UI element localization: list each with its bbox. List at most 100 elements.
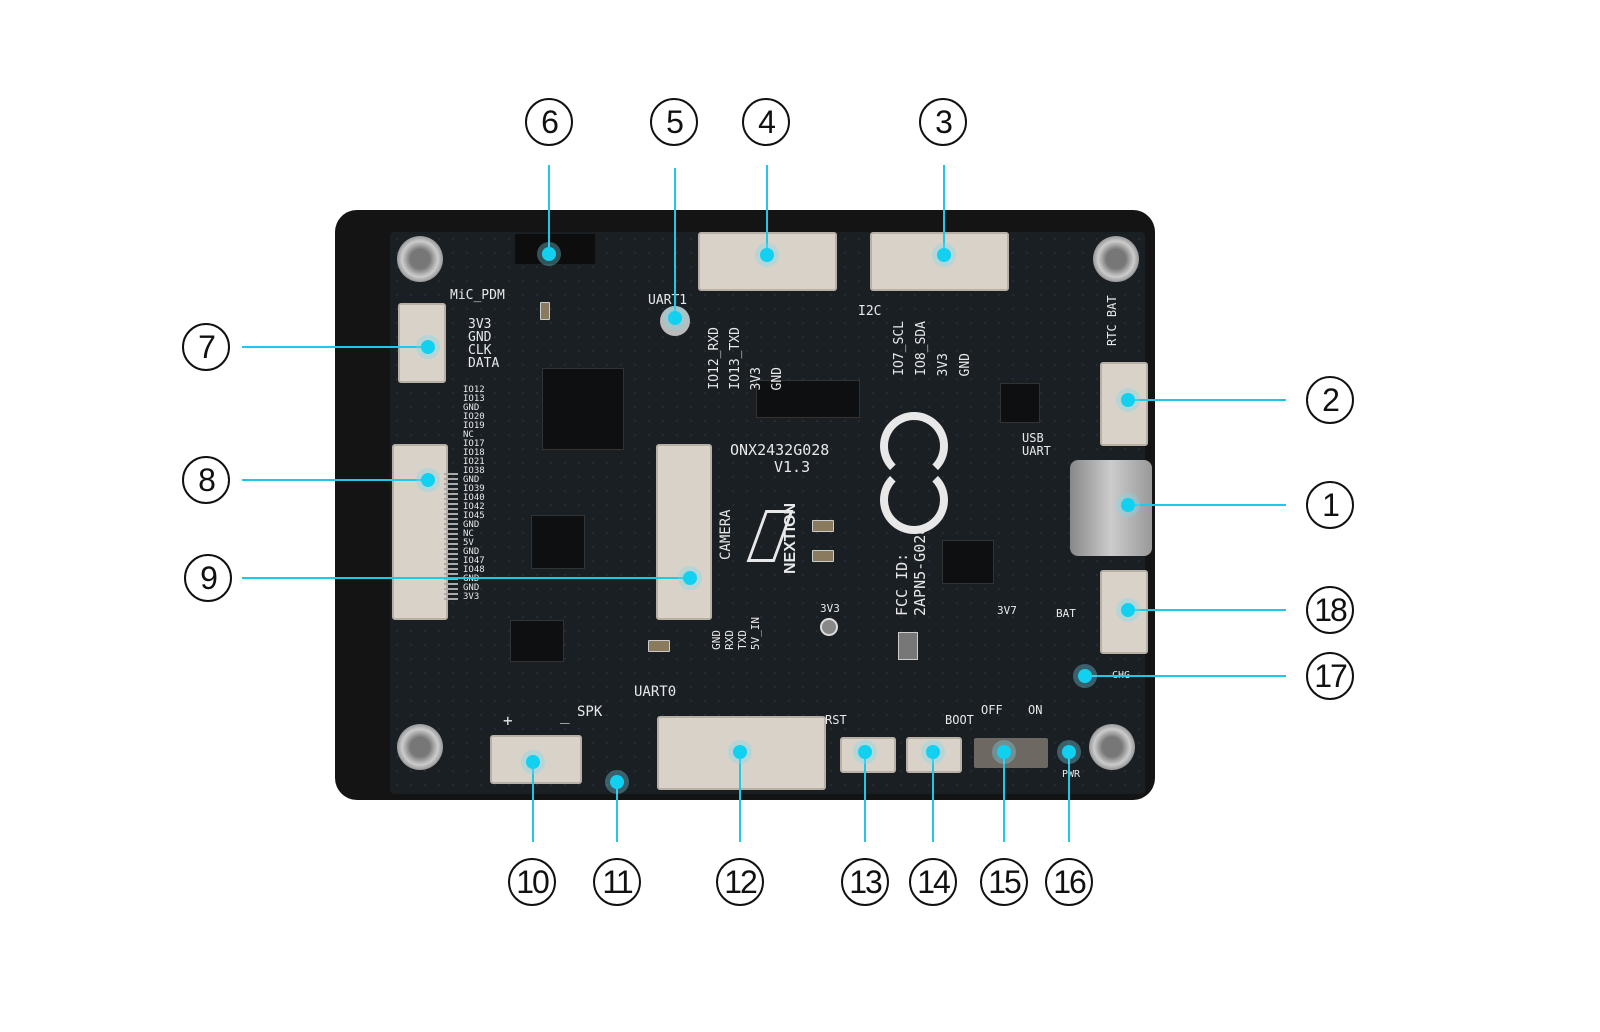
callout-line-10 <box>532 762 534 842</box>
label-usb-uart: USB UART <box>1022 431 1051 458</box>
pin-label: IO17 <box>463 439 485 449</box>
pin-label: RXD <box>723 630 736 650</box>
callout-number: 6 <box>525 98 573 146</box>
charger-chip <box>942 540 994 584</box>
callout-dot-17 <box>1078 669 1092 683</box>
pin-label: IO48 <box>463 565 485 575</box>
mounting-hole <box>397 236 443 282</box>
callout-dot-13 <box>858 745 872 759</box>
callout-dot-10 <box>526 755 540 769</box>
pin-label: IO47 <box>463 556 485 566</box>
pin-label: 3V3 <box>749 366 764 390</box>
label-3v7: 3V7 <box>997 604 1017 617</box>
callout-number: 14 <box>909 858 957 906</box>
pin-label: IO40 <box>463 493 485 503</box>
callout-number: 8 <box>182 456 230 504</box>
pin-label: IO12_RXD <box>707 327 722 390</box>
pin-label: 3V3 <box>936 352 951 376</box>
mounting-hole <box>1093 236 1139 282</box>
callout-dot-5 <box>668 311 682 325</box>
callout-dot-18 <box>1121 603 1135 617</box>
callout-number: 16 <box>1045 858 1093 906</box>
smd-part <box>812 550 834 562</box>
pin-label: IO39 <box>463 484 485 494</box>
callout-line-15 <box>1003 752 1005 842</box>
label-on: ON <box>1028 703 1043 717</box>
callout-number: 3 <box>919 98 967 146</box>
callout-line-12 <box>739 752 741 842</box>
callout-line-13 <box>864 752 866 842</box>
fcc-label: FCC ID: <box>893 552 911 616</box>
callout-dot-7 <box>421 340 435 354</box>
ce-mark <box>880 466 948 534</box>
i2c-connector <box>870 232 1009 291</box>
callout-line-14 <box>932 752 934 842</box>
label-spk: SPK <box>577 704 603 720</box>
callout-line-5 <box>674 168 676 318</box>
pin-label: GND <box>468 330 492 345</box>
pin-label: GND <box>463 403 480 413</box>
pin-label: IO18 <box>463 448 485 458</box>
model-number: ONX2432G028 <box>730 441 830 459</box>
callout-dot-4 <box>760 248 774 262</box>
label-rst: RST <box>825 713 847 727</box>
callout-line-1 <box>1128 504 1286 506</box>
usb-c-port <box>1070 460 1152 556</box>
pcb <box>390 232 1145 794</box>
callout-dot-9 <box>683 571 697 585</box>
smd-part <box>648 640 670 652</box>
callout-dot-8 <box>421 473 435 487</box>
callout-number: 1 <box>1306 481 1354 529</box>
callout-dot-14 <box>926 745 940 759</box>
callout-line-4 <box>766 165 768 255</box>
mic-pin-labels: 3V3 GND CLK DATA <box>468 318 499 370</box>
callout-number: 2 <box>1306 376 1354 424</box>
pin-label: GND <box>463 475 480 485</box>
amplifier-chip <box>510 620 564 662</box>
pin-label: GND <box>770 366 785 390</box>
test-point-3v3 <box>820 618 838 636</box>
callout-dot-11 <box>610 775 624 789</box>
lcd-fpc-connector <box>392 444 448 620</box>
label-3v3: 3V3 <box>820 602 840 615</box>
pin-label: IO8_SDA <box>914 321 929 376</box>
label-boot: BOOT <box>945 713 974 727</box>
pin-label: IO13 <box>463 394 485 404</box>
label-uart0: UART0 <box>634 684 677 700</box>
label-i2c: I2C <box>858 304 882 319</box>
pin-label: CLK <box>468 343 492 358</box>
pin-label: 5V_IN <box>749 616 762 650</box>
pin-label: GND <box>958 352 973 376</box>
pin-label: NC <box>463 529 474 539</box>
callout-number: 4 <box>742 98 790 146</box>
callout-line-17 <box>1085 675 1286 677</box>
pin-label: DATA <box>468 356 500 371</box>
version: V1.3 <box>774 458 811 476</box>
pin-label: 5V <box>463 538 474 548</box>
callout-line-18 <box>1128 609 1286 611</box>
pin-label: GND <box>463 520 480 530</box>
smd-part <box>812 520 834 532</box>
power-switch[interactable] <box>974 738 1048 768</box>
callout-number: 7 <box>182 323 230 371</box>
label-off: OFF <box>981 703 1003 717</box>
callout-number: 13 <box>841 858 889 906</box>
callout-number: 18 <box>1306 586 1354 634</box>
pin-label: GND <box>710 630 723 650</box>
pin-label: IO20 <box>463 412 485 422</box>
lcd-pin-labels: IO12 IO13 GND IO20 IO19 NC IO17 IO18 IO2… <box>463 386 493 602</box>
callout-dot-3 <box>937 248 951 262</box>
i2c-pin-labels: IO7_SCL IO8_SDA 3V3 GND <box>892 310 973 376</box>
pin-label: 3V3 <box>468 317 492 332</box>
mounting-hole <box>397 724 443 770</box>
usb-uart-chip <box>756 380 860 418</box>
callout-number: 17 <box>1306 652 1354 700</box>
callout-number: 11 <box>593 858 641 906</box>
pin-label: GND <box>463 583 480 593</box>
label-plus: + <box>503 711 513 730</box>
pin-label: IO38 <box>463 466 485 476</box>
label-bat: BAT <box>1056 607 1076 620</box>
label-mic-pdm: MiC_PDM <box>450 288 505 303</box>
callout-line-9 <box>242 577 690 579</box>
callout-number: 9 <box>184 554 232 602</box>
